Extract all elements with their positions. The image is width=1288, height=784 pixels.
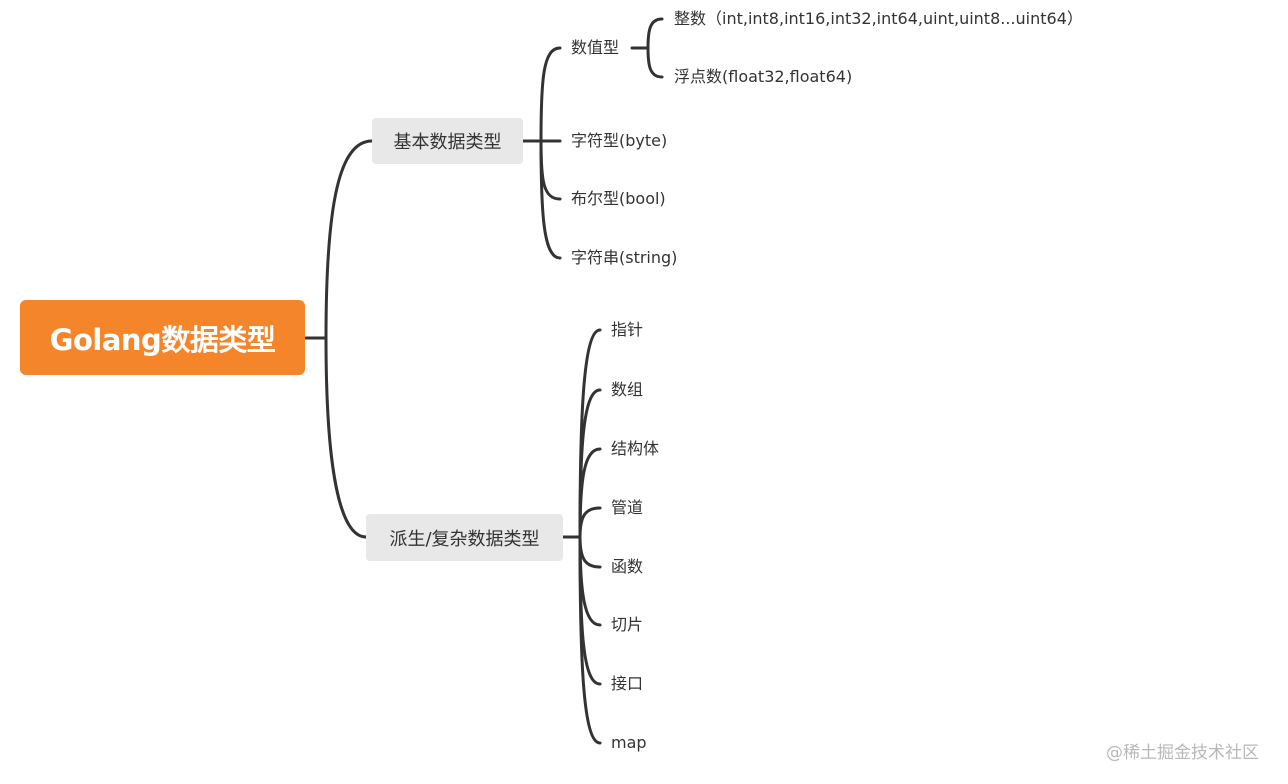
float-node[interactable]: 浮点数(float32,float64) [674,67,853,86]
bool-node[interactable]: 布尔型(bool) [571,189,666,208]
derived-item-struct[interactable]: 结构体 [611,439,660,458]
link-derived-item-2 [578,447,602,539]
link-derived-item-3 [578,506,602,539]
link-basic-numeric [539,46,562,143]
link-numeric-float [646,46,664,79]
derived-item-function[interactable]: 函数 [611,557,644,576]
link-basic-bool [539,139,562,201]
derived-item-array[interactable]: 数组 [611,380,644,399]
link-root-basic [324,139,374,340]
string-node[interactable]: 字符串(string) [571,248,678,267]
link-root-derived [324,336,368,539]
link-numeric-integer [646,17,664,50]
link-derived-item-5 [578,535,602,627]
integer-node[interactable]: 整数（int,int8,int16,int32,int64,uint,uint8… [674,9,1083,28]
derived-item-pointer[interactable]: 指针 [611,320,644,339]
basic-types-node[interactable]: 基本数据类型 [372,118,523,164]
derived-item-slice[interactable]: 切片 [611,615,644,634]
derived-item-map[interactable]: map [611,733,647,752]
link-basic-string [539,139,562,260]
derived-types-node[interactable]: 派生/复杂数据类型 [366,514,563,561]
byte-node[interactable]: 字符型(byte) [571,131,668,150]
link-derived-item-4 [578,535,602,569]
root-node[interactable]: Golang数据类型 [20,300,305,375]
link-derived-item-7 [578,535,602,745]
numeric-node[interactable]: 数值型 [571,38,620,57]
derived-item-channel[interactable]: 管道 [611,498,644,517]
derived-item-interface[interactable]: 接口 [611,674,644,693]
watermark: @稀土掘金技术社区 [1106,743,1259,763]
